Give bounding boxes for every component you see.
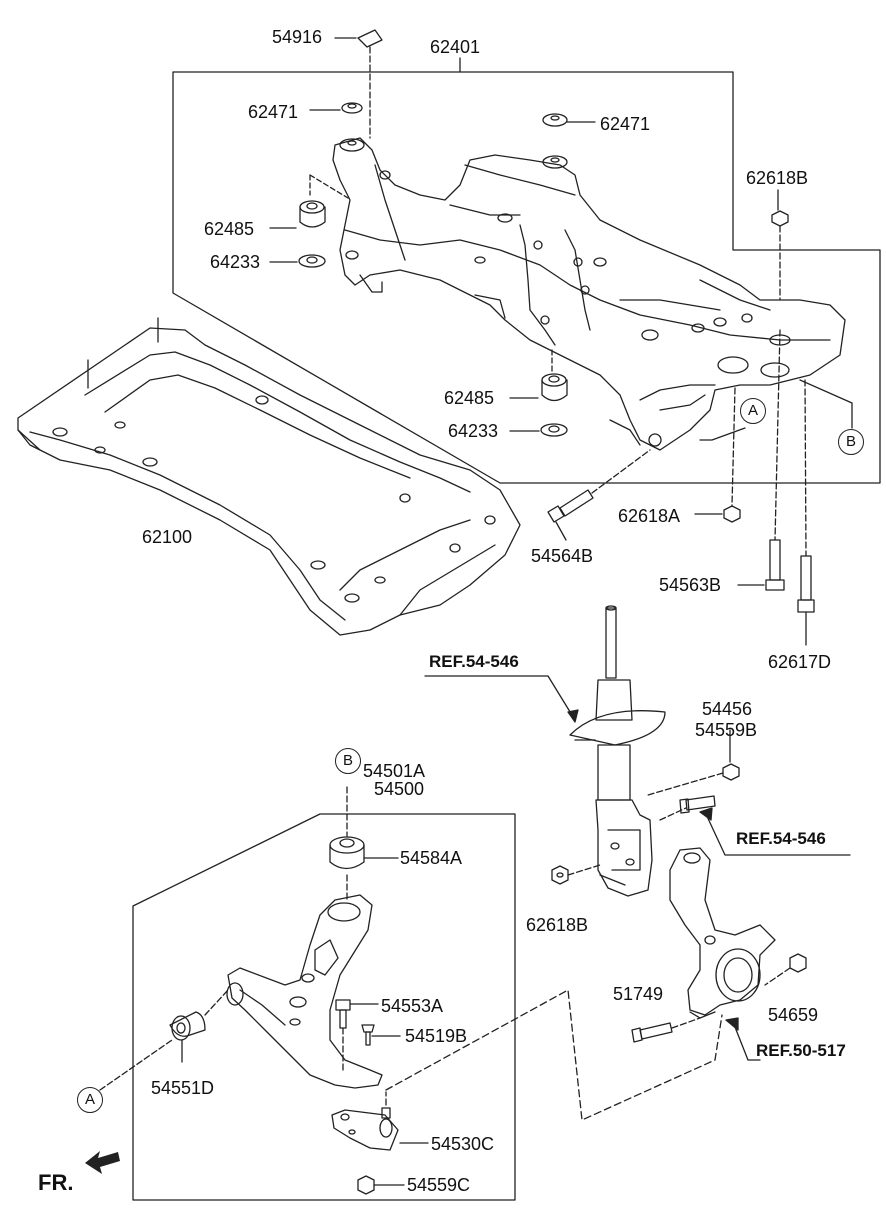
- label-62618A: 62618A: [618, 506, 681, 526]
- label-51749: 51749: [613, 984, 664, 1004]
- bushing-54584A: [329, 836, 365, 870]
- front-direction-label: FR.: [38, 1170, 74, 1195]
- label-62618B-top: 62618B: [746, 168, 809, 188]
- bolt-54564B: [547, 489, 594, 523]
- lower-arm-group-outline: [132, 813, 516, 1201]
- nut-54559C: [357, 1175, 375, 1195]
- callout-b-arm: B: [335, 748, 361, 774]
- bushing-62485-mid: [541, 373, 568, 402]
- bolt-62617D: [797, 555, 815, 613]
- nut-62618A: [723, 505, 741, 523]
- crossmember-group-outline: [172, 71, 881, 484]
- label-62471-right: 62471: [600, 114, 651, 134]
- callout-a-top: A: [740, 398, 766, 424]
- label-54584A: 54584A: [400, 848, 463, 868]
- washer-64233-mid: [540, 423, 568, 437]
- label-54916: 54916: [272, 27, 323, 47]
- knuckle-drawing: [669, 847, 776, 1019]
- label-54456: 54456: [702, 699, 753, 719]
- label-54659: 54659: [768, 1005, 819, 1025]
- crossmember-drawing: [332, 137, 846, 451]
- label-ref-strut-bolt: REF.54-546: [736, 829, 826, 848]
- washer-62471-left: [341, 102, 363, 114]
- label-62618B-mid: 62618B: [526, 915, 589, 935]
- callout-b-top: B: [838, 429, 864, 455]
- label-54500: 54500: [374, 779, 425, 799]
- pad-54916-drawing: [357, 29, 383, 48]
- callout-a-arm: A: [77, 1087, 103, 1113]
- nut-62618B-mid: [551, 865, 569, 885]
- label-62617D: 62617D: [768, 652, 832, 672]
- label-54563B: 54563B: [659, 575, 722, 595]
- strut-drawing: [569, 605, 666, 897]
- label-ref-knuckle: REF.50-517: [756, 1041, 846, 1060]
- label-54530C: 54530C: [431, 1134, 495, 1154]
- label-54564B: 54564B: [531, 546, 594, 566]
- label-54551D: 54551D: [151, 1078, 215, 1098]
- nut-54659: [789, 953, 807, 973]
- subframe-drawing: [17, 317, 521, 636]
- label-62471-left: 62471: [248, 102, 299, 122]
- label-64233-mid: 64233: [448, 421, 499, 441]
- label-64233-top: 64233: [210, 252, 261, 272]
- washer-62471-right: [542, 113, 568, 127]
- label-54553A: 54553A: [381, 996, 444, 1016]
- label-54559B: 54559B: [695, 720, 758, 740]
- bolt-54519B: [361, 1024, 375, 1046]
- label-ref-strut: REF.54-546: [429, 652, 519, 671]
- label-62485-mid: 62485: [444, 388, 495, 408]
- bolt-strut: [679, 795, 716, 814]
- label-54501A: 54501A: [363, 761, 426, 781]
- label-62401: 62401: [430, 37, 481, 57]
- label-62485-top: 62485: [204, 219, 255, 239]
- washer-64233-top: [298, 254, 326, 268]
- front-arrow-icon: [85, 1151, 120, 1174]
- bolt-51749: [631, 1022, 673, 1043]
- ball-joint-54530C: [331, 1107, 399, 1151]
- lower-arm-drawing: [226, 894, 383, 1089]
- label-54519B: 54519B: [405, 1026, 468, 1046]
- nut-54559B: [722, 763, 740, 781]
- bushing-54551D: [169, 1011, 206, 1041]
- bolt-54563B: [765, 539, 785, 591]
- label-62100: 62100: [142, 527, 193, 547]
- nut-62618B-top: [771, 210, 789, 227]
- label-54559C: 54559C: [407, 1175, 471, 1195]
- bolt-54553A: [335, 999, 351, 1029]
- bushing-62485-top: [299, 200, 326, 228]
